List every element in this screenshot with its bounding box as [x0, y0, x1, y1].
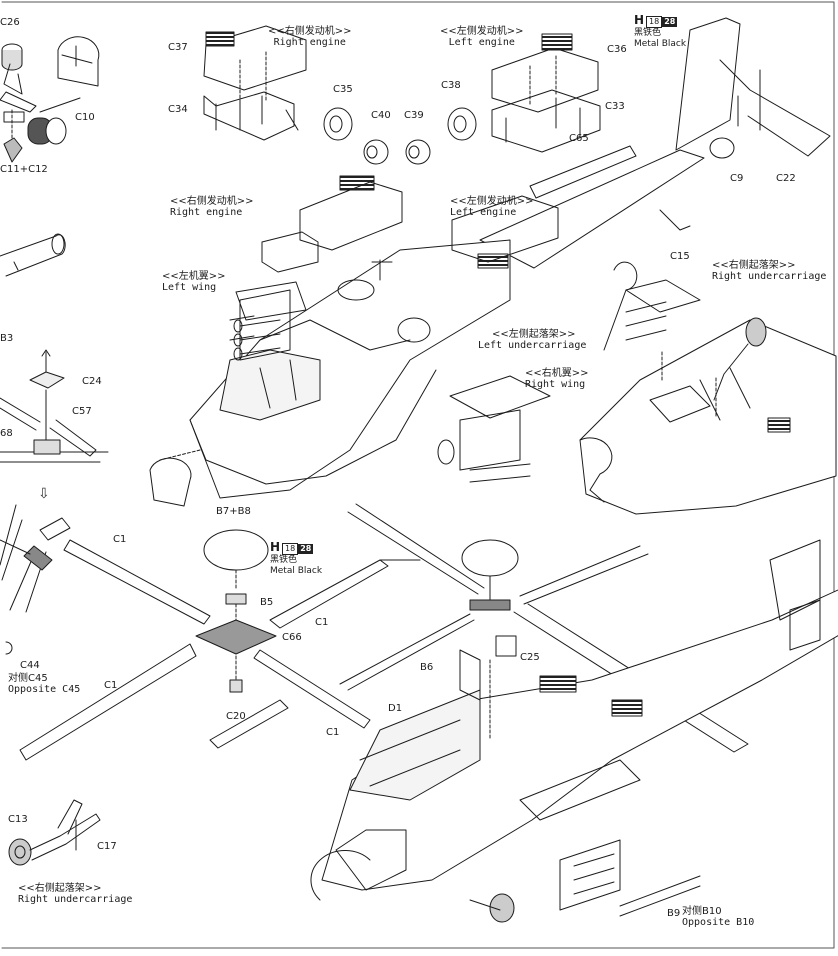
- c11-c12-part: [3, 109, 67, 163]
- label-left-engine-top: <<左侧发动机>> Left engine: [440, 26, 524, 48]
- part-c37: C37: [168, 42, 188, 53]
- label-right-engine-mid: <<右侧发动机>> Right engine: [170, 196, 254, 218]
- assembled-tail-rotor: [0, 504, 71, 613]
- part-c24: C24: [82, 376, 102, 387]
- part-c39: C39: [404, 110, 424, 121]
- part-c40: C40: [371, 110, 391, 121]
- part-c1-bottom: C1: [326, 727, 340, 738]
- part-c22: C22: [776, 173, 796, 184]
- b3-tube: [0, 233, 66, 277]
- part-c17: C17: [97, 841, 117, 852]
- part-c25: C25: [520, 652, 540, 663]
- part-c66: C66: [282, 632, 302, 643]
- label-left-engine-mid: <<左侧发动机>> Left engine: [450, 196, 534, 218]
- c10-part: [39, 36, 100, 113]
- part-c13: C13: [8, 814, 28, 825]
- label-right-engine-top: <<右侧发动机>> Right engine: [268, 26, 352, 48]
- part-c34: C34: [168, 104, 188, 115]
- part-c20: C20: [226, 711, 246, 722]
- label-right-wing: <<右机翼>> Right wing: [525, 368, 589, 390]
- right-wing-stores: [437, 375, 551, 483]
- part-b6: B6: [420, 662, 434, 673]
- helicopter-assembled: [310, 489, 838, 923]
- label-left-undercarriage: <<左侧起落架>> Left undercarriage: [478, 329, 587, 351]
- part-c57: C57: [72, 406, 92, 417]
- part-b9: B9: [667, 908, 681, 919]
- part-c15: C15: [670, 251, 690, 262]
- part-c26: C26: [0, 17, 20, 28]
- fuselage-right-view: [579, 261, 837, 515]
- part-b7-b8: B7+B8: [216, 506, 251, 517]
- part-c36: C36: [607, 44, 627, 55]
- left-wing-stores: [233, 281, 307, 361]
- part-c1-left: C1: [104, 680, 118, 691]
- part-68: 68: [0, 428, 13, 439]
- part-c9: C9: [730, 173, 744, 184]
- label-opposite-b10: 对侧B10 Opposite B10: [682, 906, 755, 928]
- main-rotor-exploded: [19, 529, 389, 761]
- part-c44: C44: [20, 660, 40, 671]
- label-opposite-c45: 对侧C45 Opposite C45: [8, 673, 81, 695]
- part-b3: B3: [0, 333, 14, 344]
- part-d1: D1: [388, 703, 403, 714]
- small-undercarriage: [8, 799, 101, 866]
- part-c1-right: C1: [315, 617, 329, 628]
- tail-rotor-assembly: [0, 349, 109, 463]
- down-arrow-icon: ⇩: [38, 486, 50, 502]
- tail-boom: [479, 17, 831, 269]
- part-c1-top: C1: [113, 534, 127, 545]
- label-right-undercarriage-top: <<右侧起落架>> Right undercarriage: [712, 260, 827, 282]
- part-c11-c12: C11+C12: [0, 164, 48, 175]
- part-c65: C65: [569, 133, 589, 144]
- part-c38: C38: [441, 80, 461, 91]
- part-c33: C33: [605, 101, 625, 112]
- label-right-undercarriage-bottom: <<右侧起落架>> Right undercarriage: [18, 883, 133, 905]
- part-b5: B5: [260, 597, 274, 608]
- c44-part: [5, 641, 13, 655]
- c26-part: [0, 43, 37, 123]
- part-c10: C10: [75, 112, 95, 123]
- label-left-wing: <<左机翼>> Left wing: [162, 271, 226, 293]
- part-c35: C35: [333, 84, 353, 95]
- left-engine-exploded: [491, 33, 601, 153]
- right-engine-exploded: [203, 25, 307, 141]
- exhaust-parts: [323, 107, 477, 165]
